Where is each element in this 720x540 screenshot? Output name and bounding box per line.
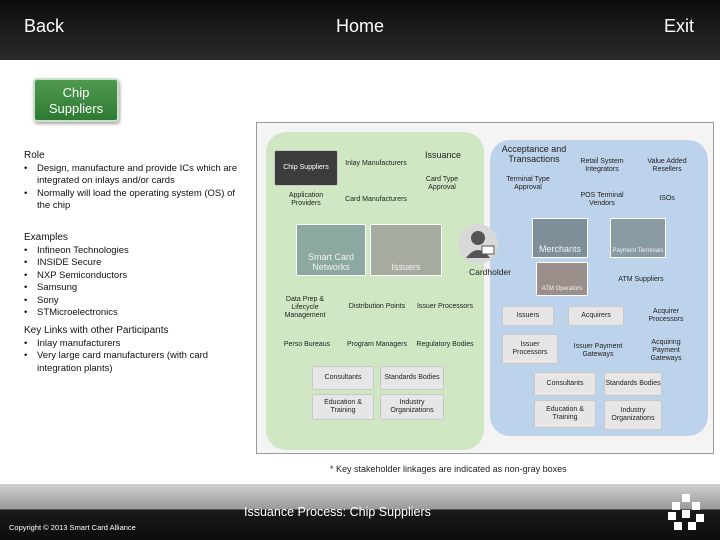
- issuer-gateways-node[interactable]: Issuer Payment Gateways: [573, 343, 623, 358]
- example-item: INSIDE Secure: [24, 257, 244, 270]
- consultants-left-label: Consultants: [324, 374, 362, 381]
- issuers-photo: Issuers: [370, 224, 442, 276]
- footnote: * Key stakeholder linkages are indicated…: [330, 464, 567, 474]
- application-providers-node[interactable]: Application Providers: [288, 192, 324, 207]
- education-right-label: Education & Training: [546, 406, 584, 421]
- inlay-manufacturers-node[interactable]: Inlay Manufacturers: [345, 160, 407, 167]
- acceptance-panel: [490, 140, 708, 436]
- industry-left-box[interactable]: [380, 394, 444, 420]
- education-left-label: Education & Training: [324, 399, 362, 414]
- examples-section: Examples Infineon Technologies INSIDE Se…: [24, 232, 244, 320]
- issuer-processors-right-label: Issuer Processors: [512, 341, 548, 356]
- var-node[interactable]: Value Added Resellers: [647, 158, 687, 173]
- isos-node[interactable]: ISOs: [659, 195, 675, 202]
- links-section: Key Links with other Participants Inlay …: [24, 325, 244, 375]
- smart-card-alliance-logo-icon: [666, 492, 706, 532]
- photo-caption: Issuers: [391, 262, 421, 272]
- acquirers-box[interactable]: [568, 306, 624, 326]
- example-item: Sony: [24, 295, 244, 308]
- home-button[interactable]: Home: [336, 16, 385, 36]
- payment-terminals-photo: Payment Terminals: [610, 218, 666, 258]
- back-button[interactable]: Back: [24, 16, 65, 36]
- copyright: Copyright © 2013 Smart Card Alliance: [9, 523, 136, 532]
- links-heading: Key Links with other Participants: [24, 325, 169, 336]
- merchants-photo: Merchants: [532, 218, 588, 258]
- terminal-type-approval-node[interactable]: Terminal Type Approval: [506, 176, 550, 191]
- acquirer-processors-node[interactable]: Acquirer Processors: [648, 308, 684, 323]
- smart-card-networks-photo: Smart Card Networks: [296, 224, 366, 276]
- pos-vendors-node[interactable]: POS Terminal Vendors: [580, 192, 624, 207]
- role-item: Design, manufacture and provide ICs whic…: [24, 163, 244, 188]
- link-item: Inlay manufacturers: [24, 338, 244, 351]
- distribution-points-node[interactable]: Distribution Points: [348, 303, 406, 310]
- example-item: STMicroelectronics: [24, 307, 244, 320]
- examples-heading: Examples: [24, 232, 68, 243]
- example-item: Infineon Technologies: [24, 245, 244, 258]
- consultants-left-box[interactable]: [312, 366, 374, 390]
- retail-si-node[interactable]: Retail System Integrators: [580, 158, 624, 173]
- consultants-right-box[interactable]: [534, 372, 596, 396]
- consultants-right-label: Consultants: [546, 380, 584, 387]
- card-type-approval-node[interactable]: Card Type Approval: [425, 176, 459, 191]
- example-item: Samsung: [24, 282, 244, 295]
- atm-suppliers-node[interactable]: ATM Suppliers: [618, 276, 664, 283]
- title-badge: Chip Suppliers: [33, 78, 119, 122]
- chip-suppliers-label: Chip Suppliers: [283, 164, 329, 171]
- exit-button[interactable]: Exit: [664, 16, 695, 36]
- cardholder-label: Cardholder: [468, 267, 512, 277]
- standards-left-box[interactable]: [380, 366, 444, 390]
- industry-left-label: Industry Organizations: [390, 399, 434, 414]
- photo-caption: ATM Operators: [541, 286, 583, 292]
- education-left-box[interactable]: [312, 394, 374, 420]
- education-right-box[interactable]: [534, 400, 596, 428]
- role-item: Normally will load the operating system …: [24, 188, 244, 213]
- role-heading: Role: [24, 150, 45, 161]
- standards-right-box[interactable]: [604, 372, 662, 396]
- acquiring-gateways-node[interactable]: Acquiring Payment Gateways: [650, 339, 682, 362]
- data-prep-node[interactable]: Data Prep & Lifecycle Management: [284, 296, 326, 319]
- footer-bar: [0, 484, 720, 540]
- standards-right-label: Standards Bodies: [605, 380, 661, 387]
- photo-caption: Payment Terminals: [612, 248, 664, 254]
- industry-right-box[interactable]: [604, 400, 662, 430]
- link-item: Very large card manufacturers (with card…: [24, 350, 244, 375]
- role-section: Role Design, manufacture and provide ICs…: [24, 150, 244, 213]
- photo-caption: Smart Card Networks: [307, 252, 354, 272]
- atm-photo: ATM Operators: [536, 262, 588, 296]
- issuers-label: Issuers: [516, 312, 540, 319]
- issuer-processors-right-box[interactable]: [502, 334, 558, 364]
- issuance-label: Issuance: [424, 150, 462, 160]
- cardholder-icon: [458, 224, 498, 264]
- industry-right-label: Industry Organizations: [611, 407, 655, 422]
- top-nav-bar: [0, 0, 720, 60]
- card-manufacturers-node[interactable]: Card Manufacturers: [345, 196, 407, 203]
- program-managers-node[interactable]: Program Managers: [347, 341, 407, 348]
- regulatory-bodies-node[interactable]: Regulatory Bodies: [416, 341, 474, 348]
- perso-bureaus-node[interactable]: Perso Bureaus: [283, 341, 331, 348]
- example-item: NXP Semiconductors: [24, 270, 244, 283]
- acquirers-label: Acquirers: [581, 312, 611, 319]
- chip-suppliers-box[interactable]: [274, 150, 338, 186]
- footer-title: Issuance Process: Chip Suppliers: [244, 505, 431, 519]
- standards-left-label: Standards Bodies: [384, 374, 440, 381]
- issuers-box[interactable]: [502, 306, 554, 326]
- acceptance-label: Acceptance and Transactions: [501, 144, 567, 164]
- photo-caption: Merchants: [538, 244, 582, 254]
- issuer-processors-left-node[interactable]: Issuer Processors: [416, 303, 474, 310]
